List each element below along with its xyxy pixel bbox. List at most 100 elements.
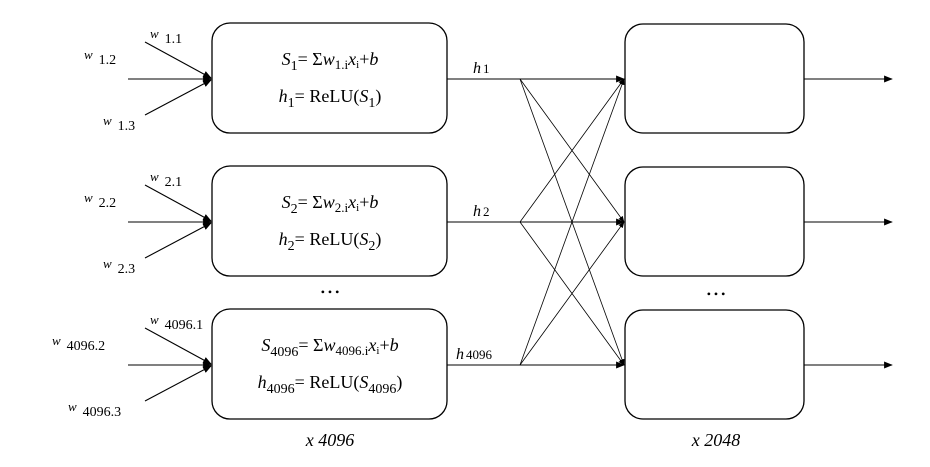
text-part: 4096.1	[165, 318, 204, 333]
input-edge	[144, 222, 212, 259]
text-part: )	[396, 372, 402, 393]
text-part: x	[367, 335, 376, 355]
text-part: w	[150, 26, 159, 41]
text-part: +	[379, 335, 389, 355]
text-part: =	[295, 372, 310, 392]
text-part: =	[295, 229, 310, 249]
text-part: 1	[483, 61, 490, 76]
text-part: 4096.2	[67, 339, 106, 354]
neuron-box	[211, 308, 448, 420]
input-edge	[144, 41, 212, 79]
activation-formula: h1= ReLU(S1)	[279, 86, 382, 111]
text-part: h	[456, 346, 464, 363]
layer2-neuron-box	[624, 166, 805, 277]
weight-label: w 4096.2	[52, 333, 105, 354]
text-part: 2.i	[335, 200, 349, 215]
text-part: i	[356, 202, 359, 214]
ellipsis-left: • • •	[321, 285, 340, 299]
layer2-neuron-box	[624, 309, 805, 420]
neuron-box	[211, 22, 448, 134]
layer2-count-label: x 2048	[691, 430, 741, 450]
text-part: w	[84, 190, 93, 205]
text-part: +	[359, 192, 369, 212]
text-part: =	[298, 49, 313, 69]
text-part: w	[103, 113, 112, 128]
text-part: +	[359, 49, 369, 69]
text-part: Σ	[313, 335, 323, 355]
connection-edge	[519, 221, 625, 366]
text-part: w	[323, 49, 335, 69]
text-part: Σ	[312, 192, 322, 212]
neuron-box	[211, 165, 448, 277]
text-part: S	[359, 229, 368, 249]
text-part: b	[390, 335, 399, 355]
text-part: 4096	[466, 347, 493, 362]
text-part: w	[323, 192, 335, 212]
text-part: 1.1	[165, 32, 183, 47]
connection-edge	[519, 78, 625, 223]
connection-edge	[519, 78, 625, 366]
text-part: Σ	[312, 49, 322, 69]
text-part: w	[103, 256, 112, 271]
text-part: 2.1	[165, 175, 183, 190]
sum-formula: S2= Σw2.ixi+b	[282, 192, 379, 217]
text-part: w	[52, 333, 61, 348]
weight-label: w 4096.1	[150, 312, 203, 333]
text-part: )	[375, 229, 381, 250]
weight-label: w 2.1	[150, 169, 182, 190]
text-part: h	[279, 86, 288, 106]
text-part: w	[150, 312, 159, 327]
text-part: S	[282, 49, 291, 69]
input-edge	[144, 79, 212, 116]
text-part: 4096.i	[336, 343, 369, 358]
text-part: b	[369, 192, 378, 212]
text-part: 1	[288, 96, 295, 111]
sum-formula: S4096= Σw4096.ixi+b	[261, 335, 398, 360]
input-edge	[144, 327, 212, 365]
text-part: =	[295, 86, 310, 106]
text-part: =	[298, 192, 313, 212]
text-part: 1	[291, 59, 298, 74]
text-part: w	[150, 169, 159, 184]
text-part: 4096	[368, 382, 396, 397]
text-part: b	[369, 49, 378, 69]
weight-label: w 4096.3	[68, 399, 121, 420]
text-part: w	[84, 47, 93, 62]
text-part: )	[375, 86, 381, 107]
text-part: 2	[368, 239, 375, 254]
activation-formula: h4096= ReLU(S4096)	[258, 372, 403, 397]
text-part: 4096.3	[83, 405, 122, 420]
text-part: w	[324, 335, 336, 355]
text-part: 4096	[270, 345, 298, 360]
weight-label: w 1.3	[103, 113, 135, 134]
text-part: w	[68, 399, 77, 414]
text-part: 1.i	[335, 57, 349, 72]
layer1-count-label: x 4096	[305, 430, 355, 450]
ellipsis-right: • • •	[707, 287, 726, 301]
text-part: h	[279, 229, 288, 249]
text-part: 1.3	[118, 119, 136, 134]
text-part: ReLU(	[309, 86, 359, 107]
text-part: 1	[368, 96, 375, 111]
text-part: 2	[288, 239, 295, 254]
input-edge	[144, 365, 212, 402]
activation-formula: h2= ReLU(S2)	[279, 229, 382, 254]
text-part: S	[359, 86, 368, 106]
text-part: S	[359, 372, 368, 392]
text-part: S	[261, 335, 270, 355]
text-part: 4096	[267, 382, 295, 397]
weight-label: w 1.1	[150, 26, 182, 47]
sum-formula: S1= Σw1.ixi+b	[282, 49, 379, 74]
text-part: h	[473, 60, 481, 77]
input-edge	[144, 184, 212, 222]
text-part: i	[376, 345, 379, 357]
